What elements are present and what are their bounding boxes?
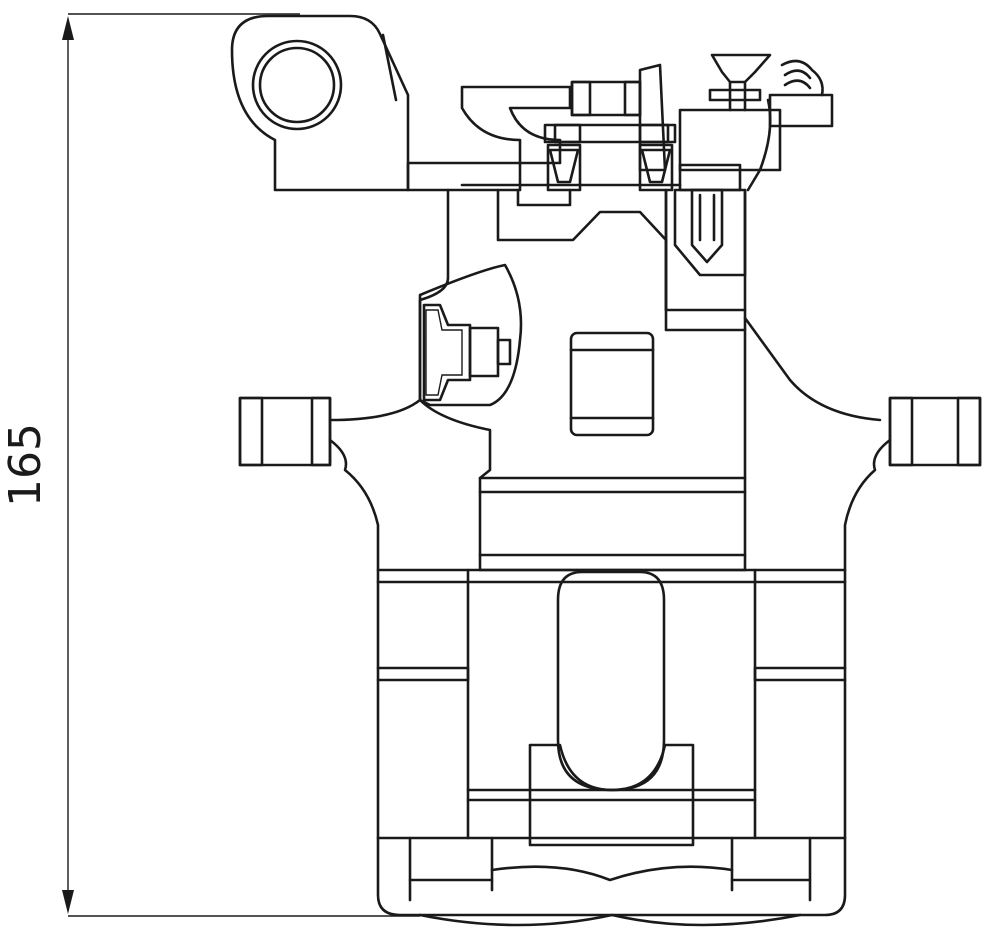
- top-plate: [406, 53, 834, 192]
- piston-slot: [528, 570, 695, 847]
- dimension-arrow-top: [62, 16, 74, 40]
- dimension-arrow-bottom: [62, 890, 74, 914]
- dimension-label: 165: [0, 423, 51, 507]
- dimension-height: 165: [0, 13, 420, 917]
- guide-pin-boot: [418, 263, 523, 407]
- lower-housing: [376, 568, 847, 927]
- left-mounting-ear: [238, 396, 422, 572]
- bleed-nut-assembly: [543, 80, 742, 192]
- bracket-lug: [230, 14, 410, 192]
- right-mounting-ear: [843, 396, 982, 572]
- guide-bolt: [673, 188, 747, 277]
- caliper-body: [418, 188, 882, 572]
